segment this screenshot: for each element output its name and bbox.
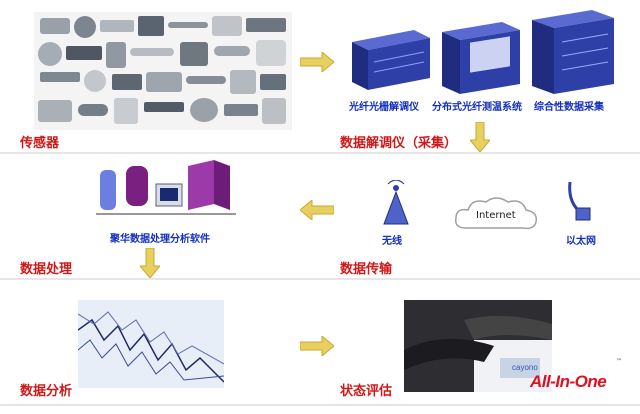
fbg-demodulator-label: 光纤光栅解调仪	[349, 102, 419, 113]
brand-all-in-one: All-In-One	[530, 372, 607, 391]
stage-label-transmission: 数据传输	[340, 262, 393, 277]
arrow-processing-to-analysis	[140, 248, 160, 278]
analysis-chart-image	[78, 300, 224, 388]
evaluation-meeting-image	[404, 300, 552, 392]
arrow-sensor-to-demod	[300, 52, 334, 72]
internet-cloud-icon	[454, 197, 538, 230]
integrated-daq-image	[532, 10, 614, 94]
sensor-collage	[34, 12, 292, 130]
analysis-chart-photo	[78, 300, 224, 388]
arrow-analysis-to-evaluation	[300, 336, 334, 356]
stage-label-analysis: 数据分析	[20, 384, 73, 399]
sensor-collage-image	[34, 12, 292, 130]
row-divider-1	[0, 152, 640, 154]
trademark-symbol: ™	[616, 358, 622, 365]
row-divider-2	[0, 278, 640, 280]
software-label: 聚华数据处理分析软件	[110, 234, 210, 245]
distributed-system-label: 分布式光纤测温系统	[432, 102, 522, 113]
stage-label-processing: 数据处理	[20, 262, 73, 277]
stage-label-sensor: 传感器	[20, 136, 60, 151]
evaluation-photo: cayono	[404, 300, 552, 392]
stage-label-evaluation: 状态评估	[340, 384, 393, 399]
integrated-daq-label: 综合性数据采集	[534, 102, 604, 113]
software-server-image	[96, 160, 236, 215]
stage-label-demod: 数据解调仪（采集）	[340, 136, 458, 151]
evaluation-logo-text: cayono	[512, 363, 538, 372]
distributed-system-image	[442, 22, 520, 94]
arrow-demod-to-transmission	[470, 122, 490, 152]
wireless-label: 无线	[382, 236, 402, 247]
row-divider-3	[0, 404, 640, 406]
wireless-antenna-icon	[383, 180, 409, 225]
internet-label: Internet	[476, 210, 516, 221]
arrow-transmission-to-processing	[300, 200, 334, 220]
fbg-demodulator-image	[352, 30, 430, 90]
ethernet-label: 以太网	[566, 236, 596, 247]
ethernet-cable-icon	[568, 181, 591, 221]
